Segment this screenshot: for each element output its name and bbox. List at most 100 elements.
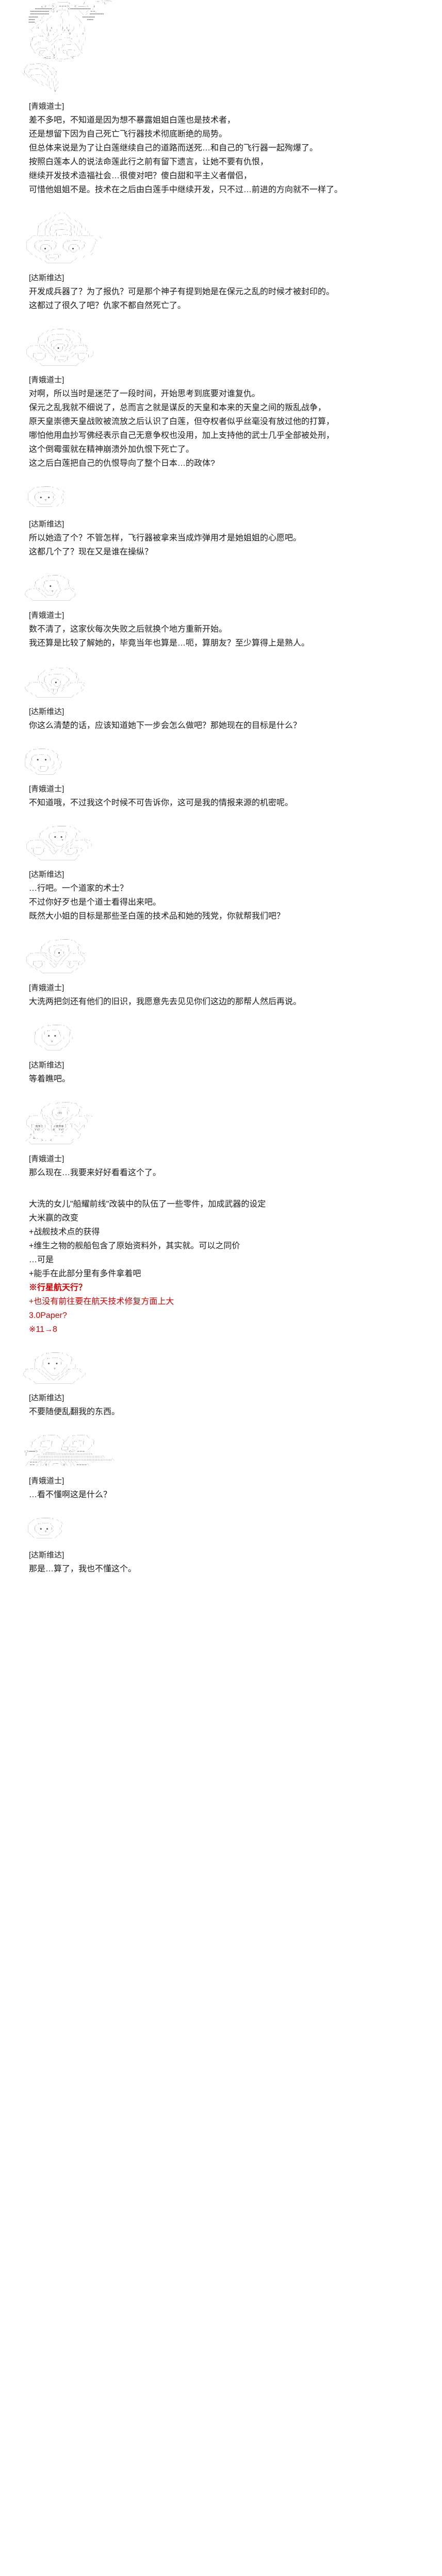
system-line: +战舰技术点的获得: [29, 1227, 100, 1236]
aa-portrait-13: ,. -‐―‐- 、 ,. -‐―‐- 、 ／ ＼ ／ ＼ ／ ,. -- 、 …: [24, 1434, 114, 1467]
spacer: [0, 1504, 442, 1517]
spacer: [0, 1011, 442, 1024]
aa-portrait-2: ／ ＼ ／ ＼ ／ _＿_ ＼ ／ ／ ＼ ＼ ／ ／ ,. -―- 、 ＼ ＼…: [25, 212, 102, 264]
speech-6: [达斯维达] 你这么清楚的话，应该知道她下一步会怎么做吧？那她现在的目标是什么？: [0, 703, 442, 735]
spacer: [0, 1578, 442, 1591]
aa-portrait-1: ______ ,, - ‐――-、 ,. ´ `ヽ / `\ ┐ ｒ ´ ＞ ､…: [22, 0, 113, 93]
dialogue-line: 这之后白莲把自己的仇恨导向了整个日本…的政体?: [29, 459, 215, 468]
speaker-label: [达斯维达]: [29, 519, 64, 529]
spacer: [0, 1541, 442, 1547]
spacer: [0, 1467, 442, 1472]
dialogue-line: …行吧。一个道家的术士？: [29, 884, 128, 893]
system-line: +也没有前往要在航天技术修复方面上大: [29, 1297, 174, 1306]
dialogue-line: 对啊，所以当时是迷茫了一段时间，开始思考到底要对谁复仇。: [29, 389, 260, 398]
aa-portrait-7: ,. -―――- 、 ／ ＼ ／ ,. -‐- 、 ＼ ｛ ／ ＼ ｝ ｜ ｛ …: [24, 748, 63, 775]
speech-11: [青娥道士] 那么现在…我要来好好看看这个了。: [0, 1150, 442, 1182]
dialogue-line: 那是…算了，我也不懂这个。: [29, 1565, 137, 1574]
spacer: [0, 1182, 442, 1195]
dialogue-line: 既然大小姐的目标是那些圣白莲的技术品和她的残党，你就帮我们吧？: [29, 911, 285, 921]
spacer: [0, 698, 442, 703]
dialogue-line: 但总体来说是为了让白莲继续自己的道路而送死…和自己的飞行器一起殉爆了。: [29, 144, 318, 153]
dialogue-line: 原天皇崇德天皇战败被流放之后认识了白莲，但夺权者似乎丝毫没有放过他的打算，: [29, 417, 335, 426]
spacer: [0, 561, 442, 574]
spacer: [0, 775, 442, 781]
dialogue-line: 那么现在…我要来好好看看这个了。: [29, 1168, 161, 1177]
speaker-label: [达斯维达]: [29, 1551, 64, 1560]
speaker-label: [青娥道士]: [29, 611, 64, 620]
aa-portrait-10: ,. -―――‐- 、 ／ ＼ ／ ,. -‐- 、 ＼ ｛ ｛ ｝ ｝ ｜ ｜…: [33, 1024, 74, 1052]
spacer: [0, 1338, 442, 1352]
spacer: [0, 925, 442, 939]
system-line: +维生之物的舰船包含了原始资料外，其实就。可以之同价: [29, 1241, 240, 1250]
dialogue-line: 大洗两把剑还有他们的旧识，我愿意先去见见你们这边的那帮人然后再说。: [29, 997, 302, 1006]
aa-portrait-3: _,. -――- ､＿ ／ ＼ ／ ,. -‐‐‐- 、 ＼ ／ ／ ＼ ＼ ｛…: [25, 328, 94, 366]
spacer: [0, 1088, 442, 1101]
speech-10: [达斯维达] 等着瞧吧。: [0, 1057, 442, 1088]
system-line: 大洗的女儿"船耀前线"改装中的队伍了一些零件，加成武器的设定: [29, 1199, 266, 1209]
spacer: [0, 199, 442, 212]
spacer: [0, 93, 442, 98]
aa-portrait-4: ,. -‐―――- 、 ／ ＼ ／ ,. -‐‐‐- 、 ＼ ｜ ／ ＼ ｜ ｜…: [27, 485, 65, 511]
speech-13: [青娥道士] …看不懂啊这是什么？: [0, 1472, 442, 1504]
speaker-label: [青娥道士]: [29, 1154, 64, 1163]
spacer: [0, 1421, 442, 1434]
speech-9: [青娥道士] 大洗两把剑还有他们的旧识，我愿意先去见见你们这边的那帮人然后再说。: [0, 979, 442, 1011]
aa-portrait-14: ,. -――――- 、 ／ ＼ ／ ,. -‐‐- 、 ＼ ｜ ／ ＼ ｜ ｜ …: [27, 1517, 63, 1541]
dialogue-line: 按照白莲本人的说法命莲此行之前有留下遗言，让她不要有仇恨，: [29, 158, 269, 167]
spacer: [0, 812, 442, 825]
aa-portrait-9: ,. -‐―――- 、 ／ ＼ ／ ,. -‐‐- 、 ＼ ｛ ／ ＼ ｝ ｜ …: [25, 938, 86, 974]
speech-7: [青娥道士] 不知道哦，不过我这个时候不可告诉你，这可是我的情报来源的机密呢。: [0, 781, 442, 812]
spacer: [0, 472, 442, 486]
dialogue-line: 我还算是比较了解她的，毕竟当年也算是…呃，算朋友？至少算得上是熟人。: [29, 638, 310, 648]
speaker-label: [青娥道士]: [29, 785, 64, 794]
dialogue-line: 哪怕他用血抄写佛经表示自己无意争权也没用，加上支持他的武士几乎全部被处刑，: [29, 431, 335, 440]
speaker-label: [青娥道士]: [29, 983, 64, 992]
system-line: ※行星航天行？: [29, 1283, 87, 1292]
spacer: [0, 735, 442, 748]
speaker-label: [达斯维达]: [29, 273, 64, 282]
dialogue-line: 不知道哦，不过我这个时候不可告诉你，这可是我的情报来源的机密呢。: [29, 799, 293, 808]
system-line: ※11→8: [29, 1325, 57, 1334]
speaker-label: [青娥道士]: [29, 102, 64, 111]
dialogue-line: 这都几个了？现在又是谁在操纵？: [29, 547, 153, 556]
speaker-label: [达斯维达]: [29, 707, 64, 717]
speech-12: [达斯维达]不要随便乱翻我的东西。: [0, 1389, 442, 1421]
spacer: [0, 315, 442, 328]
speaker-label: [达斯维达]: [29, 1060, 64, 1070]
dialogue-line: 数不清了，这家伙每次失败之后就换个地方重新开始。: [29, 624, 227, 634]
system-line: 大米赢的改变: [29, 1213, 79, 1223]
system-notice: 大洗的女儿"船耀前线"改装中的队伍了一些零件，加成武器的设定大米赢的改变 +战舰技…: [0, 1195, 442, 1338]
speaker-label: [青娥道士]: [29, 375, 64, 384]
dialogue-line: 你这么清楚的话，应该知道她下一步会怎么做吧？那她现在的目标是什么？: [29, 721, 302, 731]
system-line: +能手在此部分里有多件拿着吧: [29, 1269, 141, 1278]
system-line: 3.0Paper?: [29, 1311, 67, 1320]
spacer: [0, 602, 442, 607]
spacer: [0, 861, 442, 866]
spacer: [0, 1052, 442, 1057]
dialogue-line: 等着瞧吧。: [29, 1074, 71, 1083]
dialogue-line: …看不懂啊这是什么？: [29, 1490, 112, 1499]
speaker-label: [达斯维达]: [29, 870, 64, 879]
speech-4: [达斯维达]所以她造了个？不管怎样，飞行器被拿来当成炸弹用才是她姐姐的心愿吧。这…: [0, 516, 442, 561]
dialogue-line: 不要随便乱翻我的东西。: [29, 1408, 120, 1417]
system-line: …可是: [29, 1255, 54, 1264]
spacer: [0, 1384, 442, 1389]
dialogue-line: 这个倒霉蛋就在精神崩溃外加仇恨下死亡了。: [29, 445, 194, 454]
speaker-label: [青娥道士]: [29, 1476, 64, 1485]
aa-portrait-11: _,. -‐―‐- 、＿ ／ ＼ ／ ,. -‐- 、 ＼ ｛ ／ ＼ ｝ ｜ …: [25, 1101, 94, 1145]
aa-portrait-12: ,. -――――- 、 ／ ＼ ／ ,. -‐‐- 、 ＼ ｛ ／ ＼ ｝ ｜ …: [22, 1351, 87, 1384]
speech-2: [达斯维达] 开发成兵器了？为了报仇？可是那个神子有提到她是在保元之乱的时候才被封…: [0, 269, 442, 315]
dialogue-line: 可惜他姐姐不是。技术在之后由白莲手中继续开发，只不过…前进的方向就不一样了。: [29, 185, 343, 195]
dialogue-line: 不过你好歹也是个道士看得出来吧。: [29, 897, 161, 907]
spacer: [0, 366, 442, 371]
dialogue-line: 还是想留下因为自己死亡飞行器技术彻底断绝的局势。: [29, 130, 227, 139]
spacer: [0, 264, 442, 269]
aa-portrait-6: ___ ,. ´ `ヽ ／ ＼ ／ ,. -‐―‐- 、 ＼ ｛ ／ ＼ ｝ ｜…: [24, 665, 87, 698]
speech-1: [青娥道士]差不多吧，不知道是因为想不暴露姐姐白莲也是技术者，还是想留下因为自己…: [0, 98, 442, 199]
dialogue-line: 开发成兵器了？为了报仇？可是那个神子有提到她是在保元之乱的时候才被封印的。: [29, 287, 335, 296]
speech-14: [达斯维达] 那是…算了，我也不懂这个。: [0, 1547, 442, 1578]
dialogue-line: 继续开发技术造福社会…很傻对吧？傻白甜和平主义者僧侣，: [29, 172, 252, 181]
speech-8: [达斯维达] …行吧。一个道家的术士？ 不过你好歹也是个道士看得出来吧。既然大小姐的…: [0, 866, 442, 925]
spacer: [0, 652, 442, 666]
